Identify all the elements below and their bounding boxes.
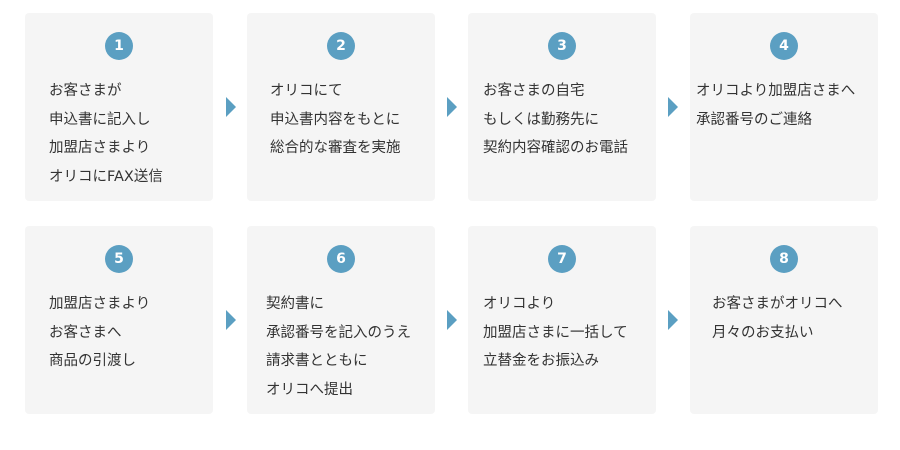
step-number-badge: 8 [770, 245, 798, 273]
step-line: お客さまへ [49, 324, 122, 341]
step-line: 立替金をお振込み [483, 353, 599, 369]
step-line: 契約内容確認のお電話 [483, 140, 628, 156]
step-line: お客さまの自宅 [483, 83, 585, 99]
triangle-right-icon [226, 310, 236, 330]
step-card-5: 5 加盟店さまより お客さまへ 商品の引渡し [25, 226, 213, 414]
step-card-3: 3 お客さまの自宅 もしくは勤務先に 契約内容確認のお電話 [468, 13, 656, 201]
step-line: 請求書とともに [266, 353, 368, 369]
step-line: 商品の引渡し [49, 353, 136, 369]
step-line: オリコにて [270, 83, 343, 99]
step-description: オリコにて 申込書内容をもとに 総合的な審査を実施 [247, 77, 435, 163]
step-number-badge: 1 [105, 32, 133, 60]
step-card-8: 8 お客さまがオリコへ 月々のお支払い [690, 226, 878, 414]
triangle-right-icon [668, 310, 678, 330]
step-line: お客さまが [49, 83, 122, 99]
step-description: オリコより加盟店さまへ 承認番号のご連絡 [690, 77, 878, 134]
step-description: お客さまの自宅 もしくは勤務先に 契約内容確認のお電話 [468, 77, 656, 163]
step-card-1: 1 お客さまが 申込書に記入し 加盟店さまより オリコにFAX送信 [25, 13, 213, 201]
step-number-badge: 5 [105, 245, 133, 273]
step-line: もしくは勤務先に [483, 111, 599, 128]
step-line: 総合的な審査を実施 [270, 140, 401, 156]
step-line: オリコより [483, 296, 556, 312]
step-line: お客さまがオリコへ [712, 296, 843, 312]
step-number-badge: 6 [327, 245, 355, 273]
step-line: 申込書に記入し [49, 111, 151, 128]
step-number-badge: 7 [548, 245, 576, 273]
step-card-4: 4 オリコより加盟店さまへ 承認番号のご連絡 [690, 13, 878, 201]
step-line: 加盟店さまより [49, 296, 151, 312]
step-description: 加盟店さまより お客さまへ 商品の引渡し [25, 290, 213, 376]
step-line: 加盟店さまに一括して [483, 324, 628, 341]
step-card-6: 6 契約書に 承認番号を記入のうえ 請求書とともに オリコへ提出 [247, 226, 435, 414]
step-description: お客さまが 申込書に記入し 加盟店さまより オリコにFAX送信 [25, 77, 213, 191]
step-description: 契約書に 承認番号を記入のうえ 請求書とともに オリコへ提出 [247, 290, 435, 404]
step-line: 加盟店さまより [49, 140, 151, 156]
step-line: 月々のお支払い [712, 324, 814, 341]
step-line: 申込書内容をもとに [270, 111, 401, 128]
step-line: オリコにFAX送信 [49, 168, 163, 185]
step-line: 承認番号のご連絡 [696, 111, 812, 128]
step-description: お客さまがオリコへ 月々のお支払い [690, 290, 878, 347]
step-line: オリコより加盟店さまへ [696, 83, 856, 99]
step-line: 契約書に [266, 296, 324, 312]
step-line: オリコへ提出 [266, 381, 353, 398]
triangle-right-icon [226, 97, 236, 117]
triangle-right-icon [447, 97, 457, 117]
triangle-right-icon [447, 310, 457, 330]
step-number-badge: 2 [327, 32, 355, 60]
triangle-right-icon [668, 97, 678, 117]
step-description: オリコより 加盟店さまに一括して 立替金をお振込み [468, 290, 656, 376]
step-card-2: 2 オリコにて 申込書内容をもとに 総合的な審査を実施 [247, 13, 435, 201]
step-number-badge: 4 [770, 32, 798, 60]
step-card-7: 7 オリコより 加盟店さまに一括して 立替金をお振込み [468, 226, 656, 414]
step-line: 承認番号を記入のうえ [266, 324, 411, 341]
step-number-badge: 3 [548, 32, 576, 60]
